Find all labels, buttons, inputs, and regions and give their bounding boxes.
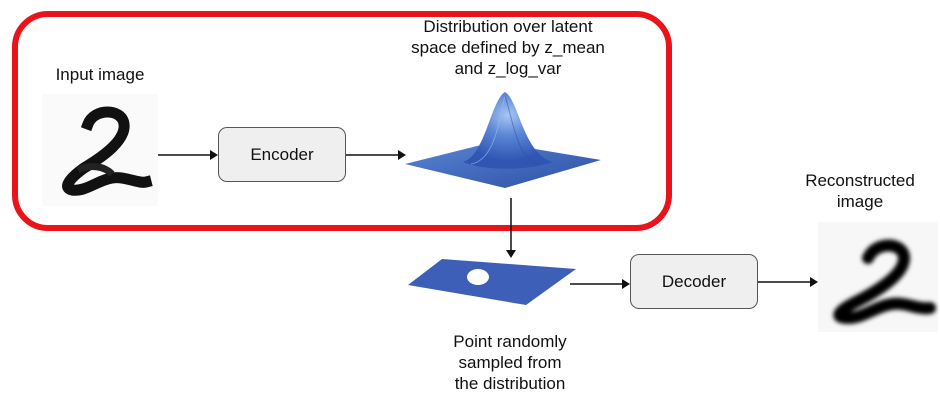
distribution-label: Distribution over latent space defined b… xyxy=(383,16,633,79)
gaussian-surface-icon xyxy=(405,92,601,188)
arrow-decoder-to-output xyxy=(758,277,818,287)
distribution-label-line-2: space defined by z_mean xyxy=(411,38,605,57)
decoder-box: Decoder xyxy=(630,254,758,309)
reconstructed-label-line-1: Reconstructed xyxy=(805,171,915,190)
arrow-input-to-encoder xyxy=(158,150,218,160)
sample-plane-icon xyxy=(408,259,576,305)
arrow-distribution-to-sample xyxy=(506,198,516,258)
sampled-point-label-line-1: Point randomly xyxy=(453,332,567,351)
sampled-point-label: Point randomly sampled from the distribu… xyxy=(410,331,610,394)
arrow-sample-to-decoder xyxy=(570,279,630,289)
output-digit-2-icon xyxy=(833,239,936,325)
decoder-label: Decoder xyxy=(661,271,727,291)
input-image-label: Input image xyxy=(55,65,145,84)
output-digit-image xyxy=(818,222,938,332)
distribution-label-line-3: and z_log_var xyxy=(454,59,562,78)
sampled-point-label-line-3: the distribution xyxy=(454,374,566,393)
input-digit-image xyxy=(42,94,158,206)
arrow-encoder-to-distribution xyxy=(346,150,406,160)
encoder-label: Encoder xyxy=(250,144,314,164)
reconstructed-label-line-2: image xyxy=(836,192,884,211)
latent-highlight-frame xyxy=(12,11,672,231)
reconstructed-image-label: Reconstructed image xyxy=(790,170,930,212)
sampled-point-label-line-2: sampled from xyxy=(458,353,562,372)
distribution-label-line-1: Distribution over latent xyxy=(423,17,593,36)
input-digit-2-icon xyxy=(62,106,153,196)
encoder-box: Encoder xyxy=(218,127,346,182)
sampled-point-icon xyxy=(467,269,489,285)
